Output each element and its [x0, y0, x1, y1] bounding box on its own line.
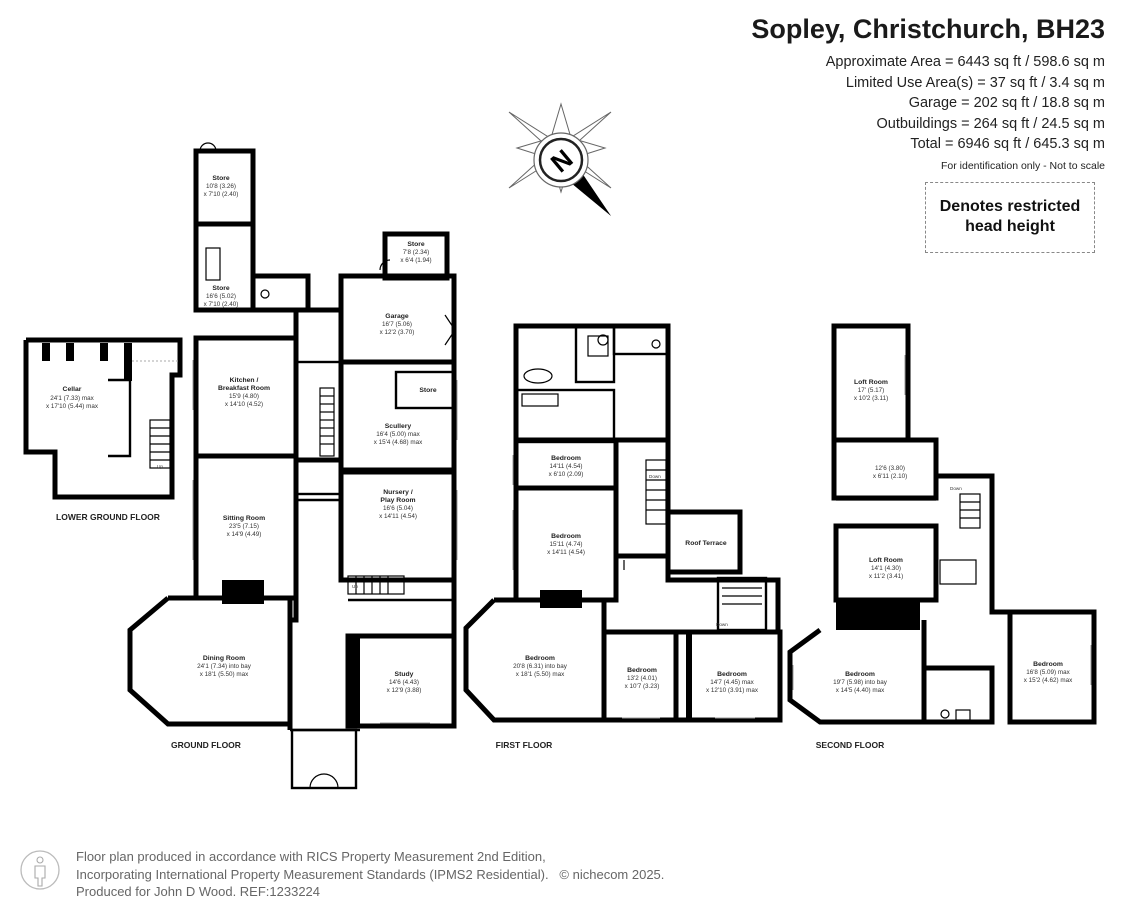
- room-dims-store: x 6'4 (1.94): [400, 257, 431, 264]
- room-dims-store: 10'8 (3.26): [206, 183, 236, 190]
- scale-note: For identification only - Not to scale: [941, 160, 1105, 172]
- room-name-kitchen: Breakfast Room: [218, 385, 270, 392]
- room-dims-kitchen: x 14'10 (4.52): [225, 401, 263, 408]
- room-name-bedroom: Bedroom: [717, 671, 747, 678]
- floor-label-first: FIRST FLOOR: [496, 740, 553, 750]
- footer-line: Floor plan produced in accordance with R…: [76, 849, 546, 864]
- room-name-store: Store: [212, 175, 230, 182]
- room-name-garage: Garage: [385, 313, 409, 320]
- room-name-bedroom: Bedroom: [551, 455, 581, 462]
- room-dims-kitchen: 15'9 (4.80): [229, 393, 259, 400]
- room-name-kitchen: Kitchen /: [230, 377, 259, 384]
- compass-rose-icon: N: [508, 102, 612, 216]
- room-name-store: Store: [212, 285, 230, 292]
- room-name-roof-terrace: Roof Terrace: [685, 540, 727, 547]
- room-dims-store: 16'6 (5.02): [206, 293, 236, 300]
- floor-label-lower-ground: LOWER GROUND FLOOR: [56, 512, 160, 522]
- room-name-bedroom: Bedroom: [1033, 661, 1063, 668]
- restricted-legend-line2: head height: [965, 218, 1055, 235]
- copyright: © nichecom 2025.: [559, 866, 665, 882]
- room-name-bedroom: Bedroom: [627, 667, 657, 674]
- room-dims-bedroom: 20'8 (6.31) into bay: [513, 663, 568, 670]
- room-name-store: Store: [419, 387, 437, 394]
- room-name-dining-room: Dining Room: [203, 655, 245, 662]
- room-dims-store: x 7'10 (2.40): [204, 191, 239, 198]
- room-dims-garage: x 12'2 (3.70): [380, 329, 415, 336]
- room-dims-sitting-room: x 14'9 (4.49): [227, 531, 262, 538]
- room-dims-bedroom: 14'7 (4.45) max: [710, 679, 754, 686]
- restricted-legend-line1: Denotes restricted: [939, 198, 1081, 215]
- room-dims-loft-room: 14'1 (4.30): [871, 565, 901, 572]
- room-dims-study: x 12'9 (3.88): [387, 687, 422, 694]
- room-name-store: Store: [407, 241, 425, 248]
- room-dims-landing: 12'6 (3.80): [875, 465, 905, 472]
- floor-label-ground: GROUND FLOOR: [171, 740, 241, 750]
- room-dims-study: 14'6 (4.43): [389, 679, 419, 686]
- restricted-height-legend: Denotes restricted head height: [925, 182, 1095, 253]
- ground-floor-plan: Up Store 10'8 (3.26) x 7'10 (2.40) Store…: [127, 142, 458, 790]
- room-dims-dining-room: x 18'1 (5.50) max: [200, 671, 249, 678]
- stair-down-label: Down: [716, 622, 728, 627]
- room-dims-bedroom: x 15'2 (4.62) max: [1024, 677, 1073, 684]
- room-dims-bedroom: x 14'5 (4.40) max: [836, 687, 885, 694]
- room-dims-store: x 7'10 (2.40): [204, 301, 239, 308]
- room-dims-scullery: 16'4 (5.00) max: [376, 431, 420, 438]
- room-dims-bedroom: 16'8 (5.09) max: [1026, 669, 1070, 676]
- room-name-scullery: Scullery: [385, 423, 412, 430]
- footer-line: Produced for John D Wood. REF:1233224: [76, 884, 321, 899]
- room-dims-bedroom: 15'11 (4.74): [550, 541, 583, 548]
- room-name-loft-room: Loft Room: [854, 379, 888, 386]
- stair-up-label: Up: [352, 584, 358, 589]
- room-dims-loft-room: x 11'2 (3.41): [869, 573, 903, 580]
- stair-up-label: Up: [157, 464, 163, 469]
- room-dims-nursery: x 14'11 (4.54): [379, 513, 417, 520]
- area-stat: Approximate Area = 6443 sq ft / 598.6 sq…: [825, 54, 1105, 70]
- room-dims-scullery: x 15'4 (4.68) max: [374, 439, 423, 446]
- room-name-bedroom: Bedroom: [845, 671, 875, 678]
- room-dims-sitting-room: 23'5 (7.15): [229, 523, 259, 530]
- second-floor-plan: Down Loft Room 17' (5.17) x 10'2 (3.11) …: [787, 323, 1097, 750]
- stair-down-label: Down: [649, 474, 661, 479]
- room-name-nursery: Play Room: [380, 497, 415, 504]
- person-icon: [20, 850, 60, 890]
- room-name-loft-room: Loft Room: [869, 557, 903, 564]
- area-stat: Outbuildings = 264 sq ft / 24.5 sq m: [876, 115, 1105, 132]
- room-dims-landing: x 6'11 (2.10): [873, 473, 907, 480]
- room-name-bedroom: Bedroom: [551, 533, 581, 540]
- room-dims-bedroom: x 12'10 (3.91) max: [706, 687, 759, 694]
- room-name-bedroom: Bedroom: [525, 655, 555, 662]
- room-dims-bedroom: x 10'7 (3.23): [625, 683, 660, 690]
- first-floor-plan: Down Down Bedroom 14'11 (4.54) x 6'10 (2…: [463, 323, 783, 750]
- lower-ground-floor-plan: Up Cellar 24'1 (7.33) max x 17'10 (5.44)…: [23, 337, 183, 522]
- area-stat: Limited Use Area(s) = 37 sq ft / 3.4 sq …: [845, 74, 1105, 91]
- room-name-cellar: Cellar: [63, 386, 82, 393]
- room-dims-garage: 16'7 (5.06): [382, 321, 412, 328]
- room-dims-store: 7'8 (2.34): [403, 249, 429, 256]
- room-name-nursery: Nursery /: [383, 489, 413, 496]
- floor-label-second: SECOND FLOOR: [816, 740, 884, 750]
- room-name-sitting-room: Sitting Room: [223, 515, 265, 522]
- room-dims-bedroom: 13'2 (4.01): [627, 675, 657, 682]
- room-dims-bedroom: 14'11 (4.54): [550, 463, 583, 470]
- room-dims-loft-room: 17' (5.17): [858, 387, 884, 394]
- stair-down-label: Down: [950, 486, 962, 491]
- area-stats: Approximate Area = 6443 sq ft / 598.6 sq…: [826, 52, 1105, 155]
- area-stat: Garage = 202 sq ft / 18.8 sq m: [908, 95, 1105, 112]
- room-dims-bedroom: 19'7 (5.98) into bay: [833, 679, 888, 686]
- room-name-study: Study: [395, 671, 414, 678]
- property-title: Sopley, Christchurch, BH23: [751, 14, 1105, 44]
- room-dims-bedroom: x 18'1 (5.50) max: [516, 671, 565, 678]
- room-dims-cellar: 24'1 (7.33) max: [50, 395, 94, 402]
- footer-text: Incorporating International Property Mea…: [76, 866, 549, 882]
- room-dims-cellar: x 17'10 (5.44) max: [46, 403, 99, 410]
- room-dims-bedroom: x 14'11 (4.54): [547, 549, 585, 556]
- room-dims-loft-room: x 10'2 (3.11): [854, 395, 888, 402]
- area-stat: Total = 6946 sq ft / 645.3 sq m: [910, 136, 1105, 153]
- footer-credits: Floor plan produced in accordance with R…: [76, 848, 664, 901]
- room-dims-bedroom: x 6'10 (2.09): [549, 471, 584, 478]
- room-dims-dining-room: 24'1 (7.34) into bay: [197, 663, 252, 670]
- footer-line: Incorporating International Property Mea…: [76, 866, 664, 884]
- room-dims-nursery: 16'6 (5.04): [383, 505, 413, 512]
